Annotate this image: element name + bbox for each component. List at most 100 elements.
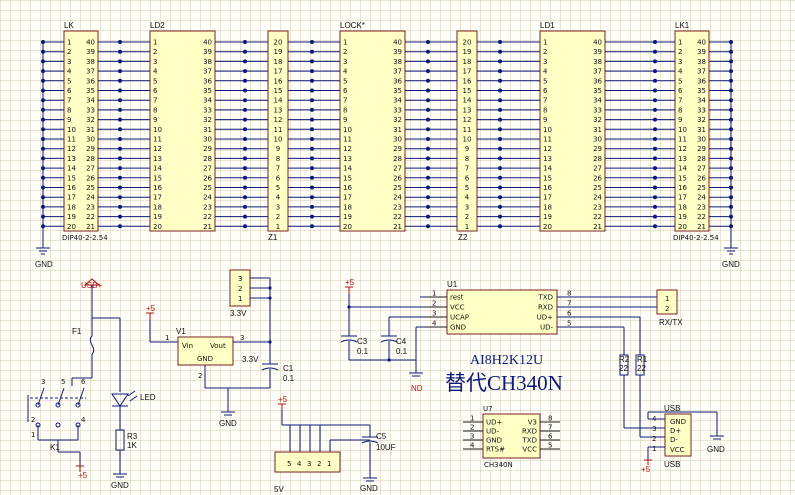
k1-pin-3: 3 [41, 378, 45, 386]
junction-dot [498, 117, 502, 122]
junction-dot [653, 195, 657, 200]
ld1-pin-label: 39 [593, 48, 602, 56]
pwr5v-pin-2: 2 [317, 460, 321, 468]
lock-pin-label: 37 [393, 68, 402, 76]
u7-left-pin-name: GND [486, 437, 502, 445]
lk-ground-rail: GND [35, 42, 53, 269]
u1-note-label: 替代CH340N [445, 371, 563, 395]
ld2-pin-label: 17 [153, 194, 162, 202]
z2-pin-label: 11 [463, 126, 472, 134]
junction-dot [426, 156, 430, 161]
lk-pin-label: 26 [86, 174, 95, 182]
junction-dot [118, 175, 122, 180]
led-indicator: LED [111, 390, 156, 430]
ld1-pin-label: 37 [593, 68, 602, 76]
junction-dot [310, 156, 314, 161]
junction-dot [118, 137, 122, 141]
lk1-pin-label: 33 [697, 106, 706, 114]
u1-left-pin-num: 3 [432, 310, 436, 318]
lk-pin-label: 13 [67, 155, 76, 163]
lk-pin-label: 18 [67, 203, 76, 211]
lock-pin-label: 2 [343, 48, 347, 56]
junction-dot [243, 195, 247, 200]
lock-pin-label: 20 [343, 223, 352, 231]
usb-label: USB [664, 460, 680, 469]
lk1-pin-label: 29 [697, 145, 706, 153]
lock-pin-label: 33 [393, 106, 402, 114]
junction-dot [426, 146, 430, 151]
lk-pin-label: 19 [67, 213, 76, 221]
header-z2-ref: Z2 [458, 233, 468, 242]
lk-pin-label: 40 [86, 39, 95, 47]
ld2-pin-label: 26 [203, 174, 212, 182]
pwr5v-pin-4: 4 [297, 460, 302, 468]
junction-dot [653, 204, 657, 209]
lk1-pin-label: 36 [697, 77, 706, 85]
v1-vin: Vin [182, 342, 193, 350]
junction-dot [243, 69, 247, 74]
led-ref: LED [140, 393, 156, 402]
junction-dot [426, 49, 430, 54]
lk1-pin-label: 7 [678, 97, 682, 105]
ld2-pin-label: 40 [203, 39, 212, 47]
lock-pin-label: 24 [393, 194, 402, 202]
lock-pin-label: 32 [393, 116, 402, 124]
junction-dot [310, 214, 314, 219]
header-lock-body [339, 30, 406, 232]
junction-dot [243, 156, 247, 161]
junction-dot [310, 224, 314, 229]
lk-pin-label: 22 [86, 213, 95, 221]
junction-dot [426, 204, 430, 209]
lk-pin-label: 14 [67, 165, 76, 173]
junction-dot [426, 98, 430, 103]
lk1-pin-label: 38 [697, 58, 706, 66]
ld2-pin-label: 21 [203, 223, 212, 231]
ld2-pin-label: 27 [203, 165, 212, 173]
selector-pin-1: 1 [238, 295, 242, 303]
junction-dot [653, 59, 657, 64]
u7-right-pin-name: RXD [522, 428, 537, 436]
z2-pin-label: 19 [463, 48, 472, 56]
lock-pin-label: 28 [393, 155, 402, 163]
lk1-pin-label: 4 [678, 68, 683, 76]
r3-ref: R3 [127, 432, 138, 441]
selector-pin-3: 3 [238, 275, 242, 283]
junction-dot [426, 107, 430, 112]
header-ld2-ref: LD2 [150, 21, 165, 30]
junction-dot [653, 98, 657, 103]
u7-right-pin-name: V3 [528, 419, 537, 427]
lock-pin-label: 5 [343, 77, 347, 85]
ld1-pin-label: 6 [543, 87, 548, 95]
ld1-pin-label: 26 [593, 174, 602, 182]
junction-dot [118, 59, 122, 64]
ld2-pin-label: 7 [153, 97, 157, 105]
junction-dot [498, 49, 502, 54]
ld1-pin-label: 9 [543, 116, 547, 124]
lk-pin-label: 36 [86, 77, 95, 85]
header-lk-body [63, 30, 99, 232]
ld2-pin-label: 16 [153, 184, 162, 192]
ld1-pin-label: 17 [543, 194, 552, 202]
junction-dot [653, 69, 657, 74]
junction-dot [310, 78, 314, 83]
junction-dot [310, 69, 314, 74]
c5-gnd: GND [360, 484, 378, 493]
junction-dot [498, 137, 502, 141]
junction-dot [498, 166, 502, 171]
ld1-pin-label: 30 [593, 136, 602, 144]
header-ld1-ref: LD1 [540, 21, 555, 30]
ld1-pin-label: 7 [543, 97, 547, 105]
connector-rxtx: 1 2 RX/TX [656, 289, 683, 327]
lk1-pin-label: 40 [697, 39, 706, 47]
usb-plus-power: USB+ [81, 278, 121, 392]
lk-pin-label: 17 [67, 194, 76, 202]
junction-dot [653, 224, 657, 229]
lock-pin-label: 11 [343, 136, 352, 144]
